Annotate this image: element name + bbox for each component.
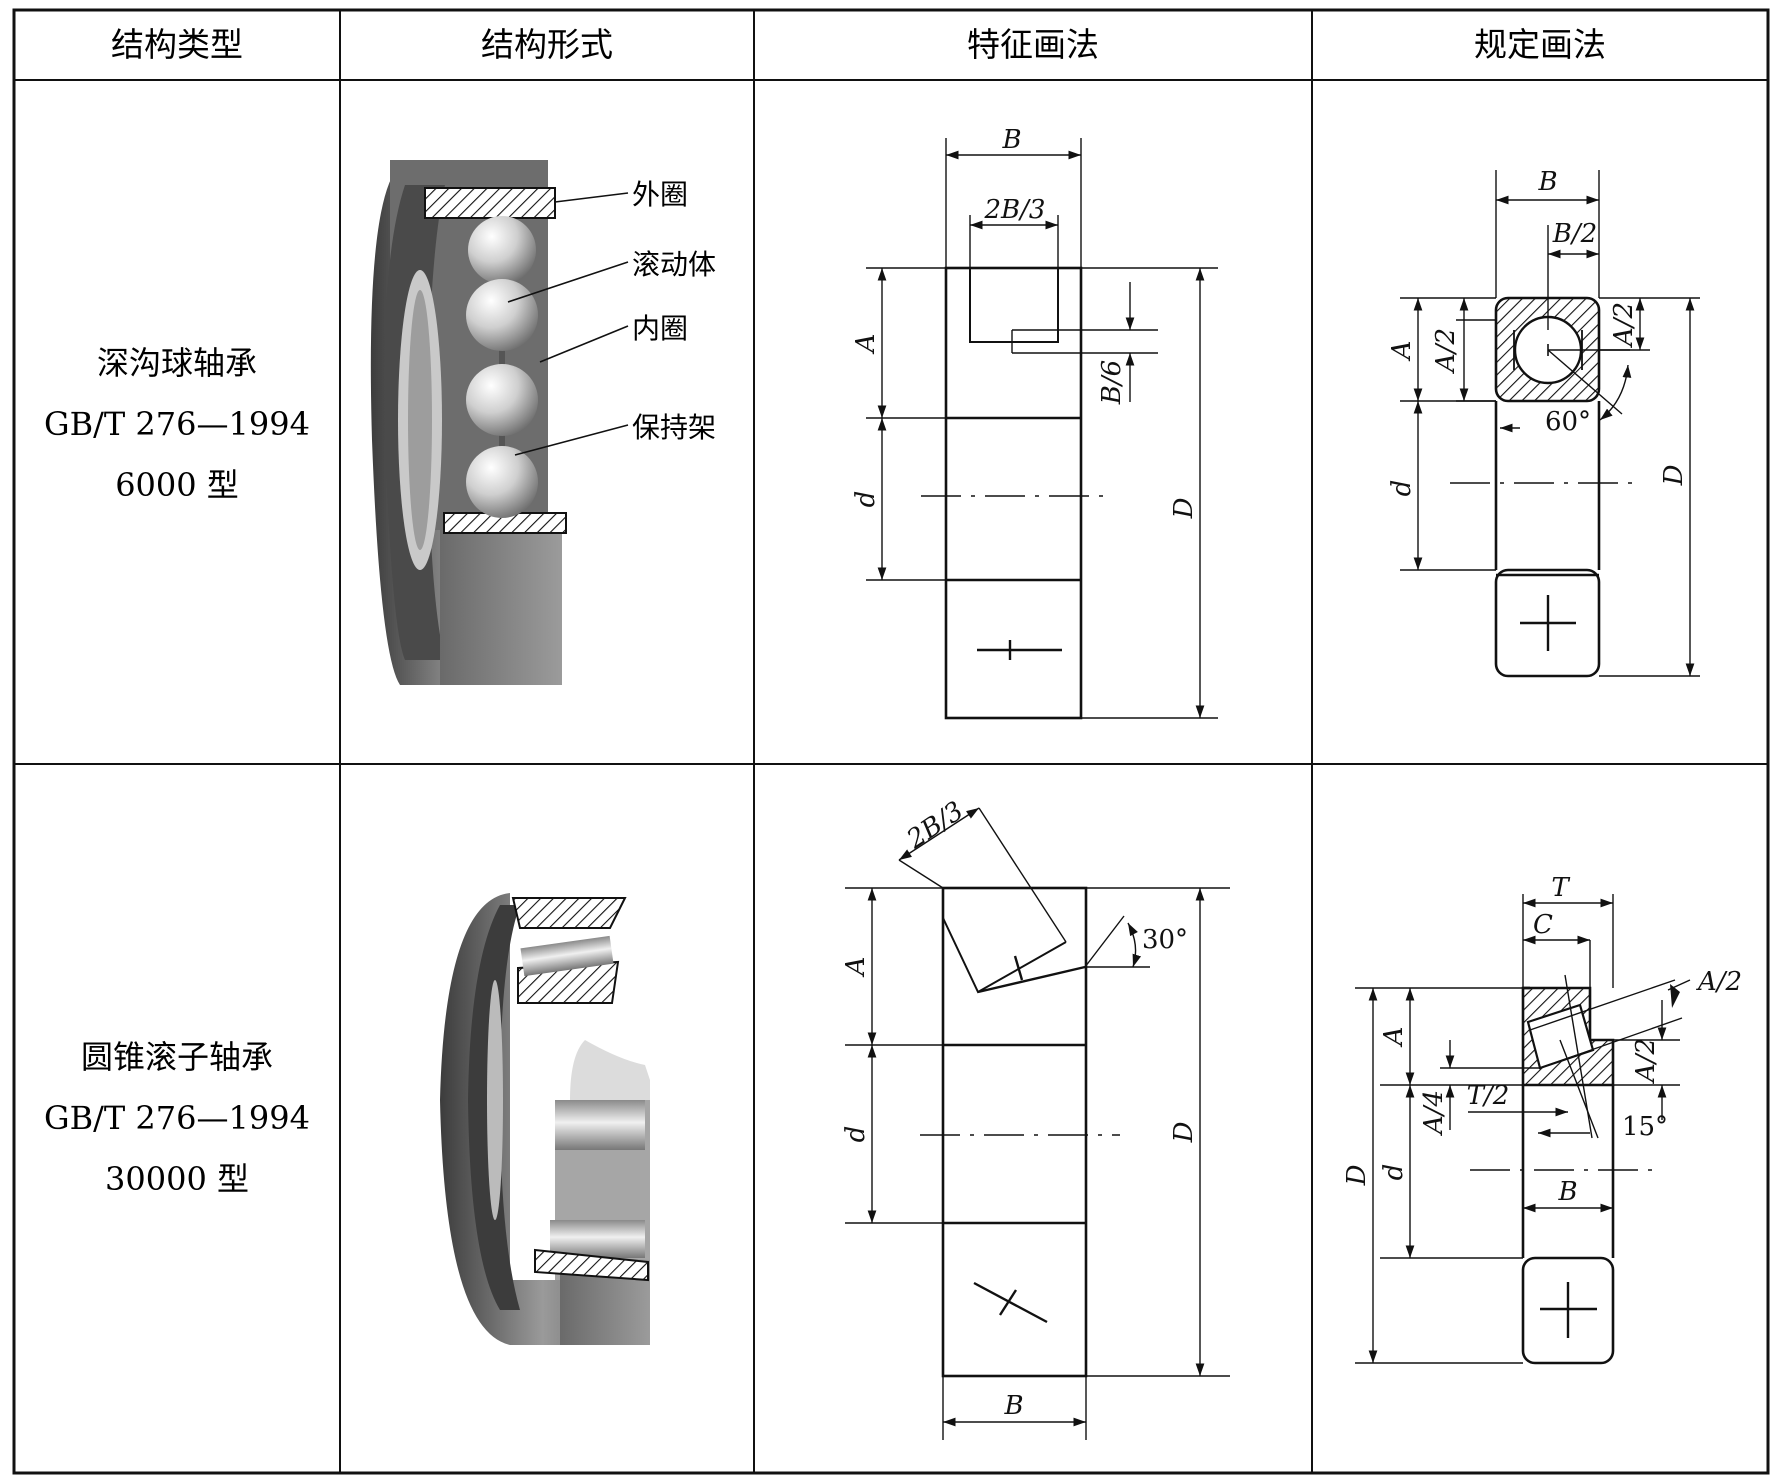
rule-dim-B-row2: B — [1557, 1177, 1577, 1207]
rule-dim-A-2-right: A/2 — [1631, 1038, 1661, 1084]
row1-series: 6000 型 — [115, 466, 239, 504]
row2-regulated-labels: T C A/2 A A/2 A/4 T/2 15° D d B — [1342, 873, 1742, 1207]
row2-series: 30000 型 — [105, 1160, 249, 1198]
callout-rolling-element: 滚动体 — [632, 248, 716, 281]
dim-d-row2: d — [841, 1126, 871, 1143]
dim-B-row2: B — [1003, 1391, 1023, 1421]
header-structure-form: 结构形式 — [481, 25, 613, 64]
rule-dim-A-2-right: A/2 — [1609, 302, 1639, 348]
dim-2B-3-row2: 2B/3 — [901, 796, 969, 856]
rule-dim-d: d — [1387, 480, 1417, 497]
dim-A-row2: A — [841, 957, 871, 978]
rule-dim-A-2-left: A/2 — [1431, 328, 1461, 374]
header-feature-drawing: 特征画法 — [967, 25, 1099, 64]
deep-groove-ball-bearing-image: 外圈 滚动体 内圈 保持架 — [370, 160, 716, 685]
row2-feature-drawing — [845, 807, 1230, 1440]
header-structure-type: 结构类型 — [111, 25, 243, 64]
row2-standard: GB/T 276—1994 — [44, 1099, 310, 1137]
dim-A: A — [851, 334, 881, 355]
row1-regulated-drawing — [1400, 170, 1700, 678]
row1-type-cell: 深沟球轴承 GB/T 276—1994 6000 型 — [44, 344, 310, 504]
callout-cage: 保持架 — [632, 411, 716, 444]
row2-type-cell: 圆锥滚子轴承 GB/T 276—1994 30000 型 — [44, 1038, 310, 1198]
rule-dim-T-2: T/2 — [1467, 1081, 1510, 1111]
row1-regulated-labels: B B/2 A A/2 A/2 60° d D — [1387, 167, 1689, 496]
angle-30: 30° — [1142, 925, 1188, 955]
dim-B-6: B/6 — [1097, 360, 1127, 405]
rule-dim-D-row2: D — [1342, 1164, 1372, 1186]
rule-dim-T: T — [1551, 873, 1570, 903]
rule-angle-15: 15° — [1622, 1112, 1668, 1142]
row1-type-name: 深沟球轴承 — [97, 344, 257, 382]
rule-angle-60: 60° — [1545, 407, 1591, 437]
row2-feature-labels: 2B/3 30° A d D B — [841, 796, 1199, 1421]
callout-outer-ring: 外圈 — [632, 178, 688, 211]
rule-dim-A-2-top: A/2 — [1696, 967, 1742, 997]
row2-regulated-drawing — [1355, 894, 1691, 1365]
table-grid — [12, 8, 1770, 1475]
row1-feature-drawing — [866, 138, 1218, 720]
rule-dim-d-row2: d — [1379, 1164, 1409, 1181]
row1-standard: GB/T 276—1994 — [44, 405, 310, 443]
row2-type-name: 圆锥滚子轴承 — [81, 1038, 273, 1076]
callout-inner-ring: 内圈 — [632, 312, 688, 345]
dim-B: B — [1001, 125, 1021, 155]
rule-dim-D: D — [1659, 464, 1689, 486]
dim-D: D — [1169, 497, 1199, 519]
rule-dim-B-2: B/2 — [1552, 219, 1597, 249]
rule-dim-B: B — [1537, 167, 1557, 197]
dim-2B-3: 2B/3 — [984, 195, 1046, 225]
rule-dim-A: A — [1387, 341, 1417, 362]
header-row: 结构类型 结构形式 特征画法 规定画法 — [111, 25, 1606, 64]
row1-feature-labels: B 2B/3 A d D B/6 — [851, 125, 1199, 519]
dim-d: d — [851, 491, 881, 508]
rule-dim-A-row2: A — [1379, 1027, 1409, 1048]
rule-dim-A-4: A/4 — [1419, 1090, 1449, 1136]
header-regulated-drawing: 规定画法 — [1474, 25, 1606, 64]
dim-D-row2: D — [1169, 1121, 1199, 1143]
tapered-roller-bearing-image — [440, 893, 650, 1345]
rule-dim-C: C — [1533, 910, 1553, 940]
